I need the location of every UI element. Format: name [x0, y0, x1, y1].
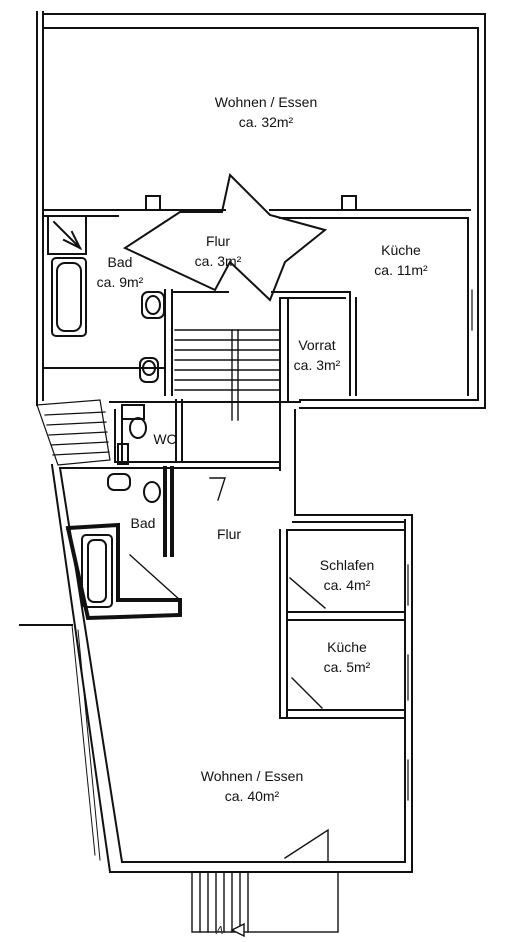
fixtures-lower — [107, 473, 161, 503]
chimney-right — [341, 195, 357, 211]
room-wohnen-lower: Wohnen / Essen ca. 40m² — [200, 768, 304, 804]
room-kueche-upper: Küche ca. 11m² — [374, 242, 428, 278]
room-bad-upper: Bad ca. 9m² — [96, 254, 144, 290]
door-swings-lower — [129, 477, 329, 863]
upper-interior-walls — [42, 209, 471, 471]
earth-hatch — [71, 624, 101, 861]
windows — [407, 289, 473, 801]
room-schlafen: Schlafen ca. 4m² — [319, 557, 375, 593]
room-flur-lower: Flur — [216, 526, 242, 542]
upper-outer-walls — [36, 11, 486, 409]
staircase — [174, 329, 281, 421]
bathtub-lower — [81, 534, 113, 608]
room-kueche-lower: Küche ca. 5m² — [323, 639, 371, 675]
room-flur-upper: Flur ca. 3m² — [194, 233, 242, 269]
chimney-left — [145, 195, 161, 211]
wc-sink — [117, 443, 129, 465]
sink-upper — [139, 291, 165, 383]
room-vorrat: Vorrat ca. 3m² — [293, 337, 341, 373]
room-wc: WC — [153, 431, 177, 447]
lower-interior-walls — [279, 529, 406, 719]
wc-box — [121, 404, 145, 420]
bathtub-upper — [47, 215, 87, 337]
entrance-stair — [191, 871, 339, 938]
room-bad-lower: Bad — [130, 515, 156, 531]
room-wohnen-upper: Wohnen / Essen ca. 32m² — [214, 94, 318, 130]
wc-toilet — [129, 417, 147, 439]
flur-upper-door-swings — [122, 172, 328, 302]
section-marker: A — [216, 924, 224, 937]
left-wall-hatch — [36, 399, 111, 466]
